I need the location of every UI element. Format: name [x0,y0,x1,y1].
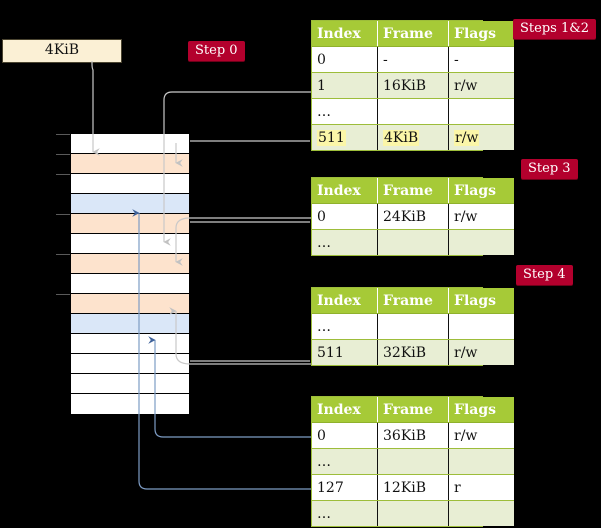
table-cell: - [377,46,449,73]
table-cell [377,229,449,255]
memory-frame-row [71,394,189,414]
memory-frame-row [71,194,189,214]
table-cell: … [312,500,378,526]
memory-frame-row [71,374,189,394]
table-row: 511 4KiB r/w [312,124,514,150]
column-header: Flags [448,397,514,423]
highlighted-value: 4KiB [383,129,420,146]
table-row: … [312,229,514,255]
table-cell: … [312,98,378,125]
column-header: Index [312,178,378,204]
table-cell: 0 [312,203,378,230]
table-cell [448,229,514,255]
table-cell: 36KiB [377,422,449,449]
table-cell: 1 [312,72,378,99]
virtual-address-box: 4KiB [2,39,122,63]
step-badge-steps12: Steps 1&2 [513,19,597,39]
table-cell [448,500,514,526]
memory-frame-row [71,154,189,174]
table-row: … [312,313,514,340]
table-row: 0-- [312,46,514,73]
table-cell: r/w [448,203,514,230]
memory-frame-row [71,234,189,254]
column-header: Flags [448,21,514,47]
table-cell: r [448,474,514,501]
column-header: Frame [377,178,449,204]
column-header: Frame [377,397,449,423]
column-header: Index [312,397,378,423]
table-cell: 511 [312,339,378,365]
memory-frame-row [71,314,189,334]
memory-frame-row [71,274,189,294]
physical-memory-column [70,133,190,415]
table-cell [448,313,514,340]
column-header: Flags [448,288,514,314]
table-cell: 16KiB [377,72,449,99]
step-badge-step3: Step 3 [521,159,578,179]
table-cell: 4KiB [377,124,449,150]
table-cell: … [312,448,378,475]
table-row: … [312,500,514,526]
memory-frame-row [71,354,189,374]
memory-tick [56,214,70,215]
table-cell: … [312,313,378,340]
table-cell [377,500,449,526]
table-cell: 511 [312,124,378,150]
highlighted-value: r/w [454,129,480,146]
table-cell: r/w [448,72,514,99]
column-header: Frame [377,288,449,314]
memory-frame-row [71,214,189,234]
memory-tick [56,174,70,175]
memory-tick [56,134,70,135]
table-cell [377,313,449,340]
step-badge-step4: Step 4 [516,265,573,285]
table-cell: r/w [448,339,514,365]
table-cell [377,448,449,475]
memory-tick [56,294,70,295]
memory-frame-row [71,254,189,274]
table-cell: 24KiB [377,203,449,230]
table-cell: 0 [312,422,378,449]
column-header: Index [312,288,378,314]
table-cell: 127 [312,474,378,501]
table-cell: r/w [448,422,514,449]
table-cell [448,98,514,125]
column-header: Flags [448,178,514,204]
memory-frame-row [71,334,189,354]
column-header: Frame [377,21,449,47]
virtual-address-label: 4KiB [44,42,80,58]
memory-tick [56,254,70,255]
table-cell: r/w [448,124,514,150]
table-cell: … [312,229,378,255]
highlighted-value: 511 [317,129,346,146]
memory-frame-row [71,294,189,314]
table-cell [448,448,514,475]
memory-frame-row [71,134,189,154]
column-header: Index [312,21,378,47]
table-cell [377,98,449,125]
table-cell: - [448,46,514,73]
table-row: … [312,448,514,475]
table-cell: 0 [312,46,378,73]
table-cell: 32KiB [377,339,449,365]
memory-tick [56,154,70,155]
memory-frame-row [71,174,189,194]
table-cell: 12KiB [377,474,449,501]
step-badge-step0: Step 0 [188,41,245,61]
table-row: … [312,98,514,125]
